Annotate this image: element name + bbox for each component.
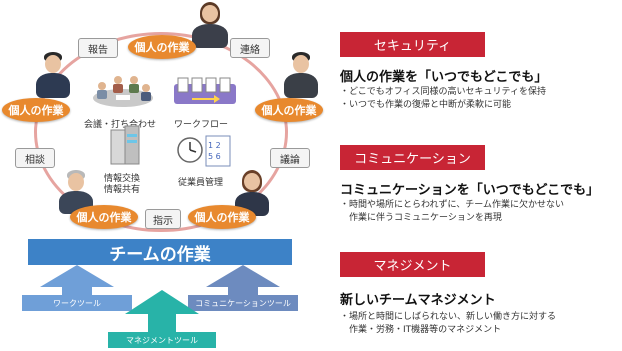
mgmt-tool-arrow — [108, 290, 216, 348]
label-info-exchange: 情報交換 — [104, 174, 141, 184]
section-title-communication: コミュニケーションを「いつでもどこでも」 — [340, 183, 600, 198]
work-tool-arrow — [22, 265, 132, 311]
label-meeting: 会議・打ち合わせ — [84, 120, 157, 130]
svg-text:1 2: 1 2 — [208, 141, 221, 150]
section-line: 作業・労務・IT機器等のマネジメント — [340, 325, 502, 335]
label-workflow: ワークフロー — [174, 120, 229, 130]
work-tool-label: ワークツール — [53, 298, 101, 308]
section-header-communication: コミュニケーション — [340, 145, 485, 170]
team-work-bar: チームの作業 — [28, 239, 292, 265]
tag-discuss: 議論 — [270, 148, 310, 168]
mgmt-tool-label: マネジメントツール — [126, 335, 198, 345]
workflow-illustration — [174, 77, 236, 104]
section-line: ・いつでも作業の復帰と中断が柔軟に可能 — [340, 100, 512, 110]
comm-tool-label: コミュニケーションツール — [195, 298, 291, 308]
individual-task-right: 個人の作業 — [255, 98, 323, 122]
tag-instruct: 指示 — [145, 209, 181, 229]
section-line: ・どこでもオフィス同様の高いセキュリティを保持 — [340, 87, 547, 97]
section-title-security: 個人の作業を「いつでもどこでも」 — [340, 70, 548, 85]
section-header-security: セキュリティ — [340, 32, 485, 57]
section-title-management: 新しいチームマネジメント — [340, 293, 496, 308]
tag-report: 報告 — [78, 38, 118, 58]
tag-contact: 連絡 — [230, 38, 270, 58]
tag-consult: 相談 — [15, 148, 55, 168]
meeting-illustration — [93, 76, 153, 107]
svg-text:5 6: 5 6 — [208, 152, 221, 161]
label-info-share: 情報共有 — [104, 185, 141, 195]
section-header-management: マネジメント — [340, 252, 485, 277]
comm-tool-arrow — [188, 265, 298, 311]
label-staff-mgmt: 従業員管理 — [178, 178, 224, 188]
server-illustration — [110, 125, 140, 165]
section-line: ・場所と時間にしばられない、新しい働き方に対する — [340, 312, 557, 322]
cycle-ring — [34, 32, 288, 232]
individual-task-left: 個人の作業 — [2, 98, 70, 122]
clock-calendar-illustration: 1 2 5 6 — [177, 135, 231, 167]
individual-task-top: 個人の作業 — [128, 35, 196, 59]
section-line: ・時間や場所にとらわれずに、チーム作業に欠かせない — [340, 200, 565, 210]
person-woman-top — [190, 2, 230, 48]
person-man-right — [282, 52, 320, 98]
individual-task-bottom-left: 個人の作業 — [70, 205, 138, 229]
section-line: 作業に伴うコミュニケーションを再現 — [340, 213, 502, 223]
person-man-left — [34, 52, 72, 98]
individual-task-bottom-right: 個人の作業 — [188, 205, 256, 229]
